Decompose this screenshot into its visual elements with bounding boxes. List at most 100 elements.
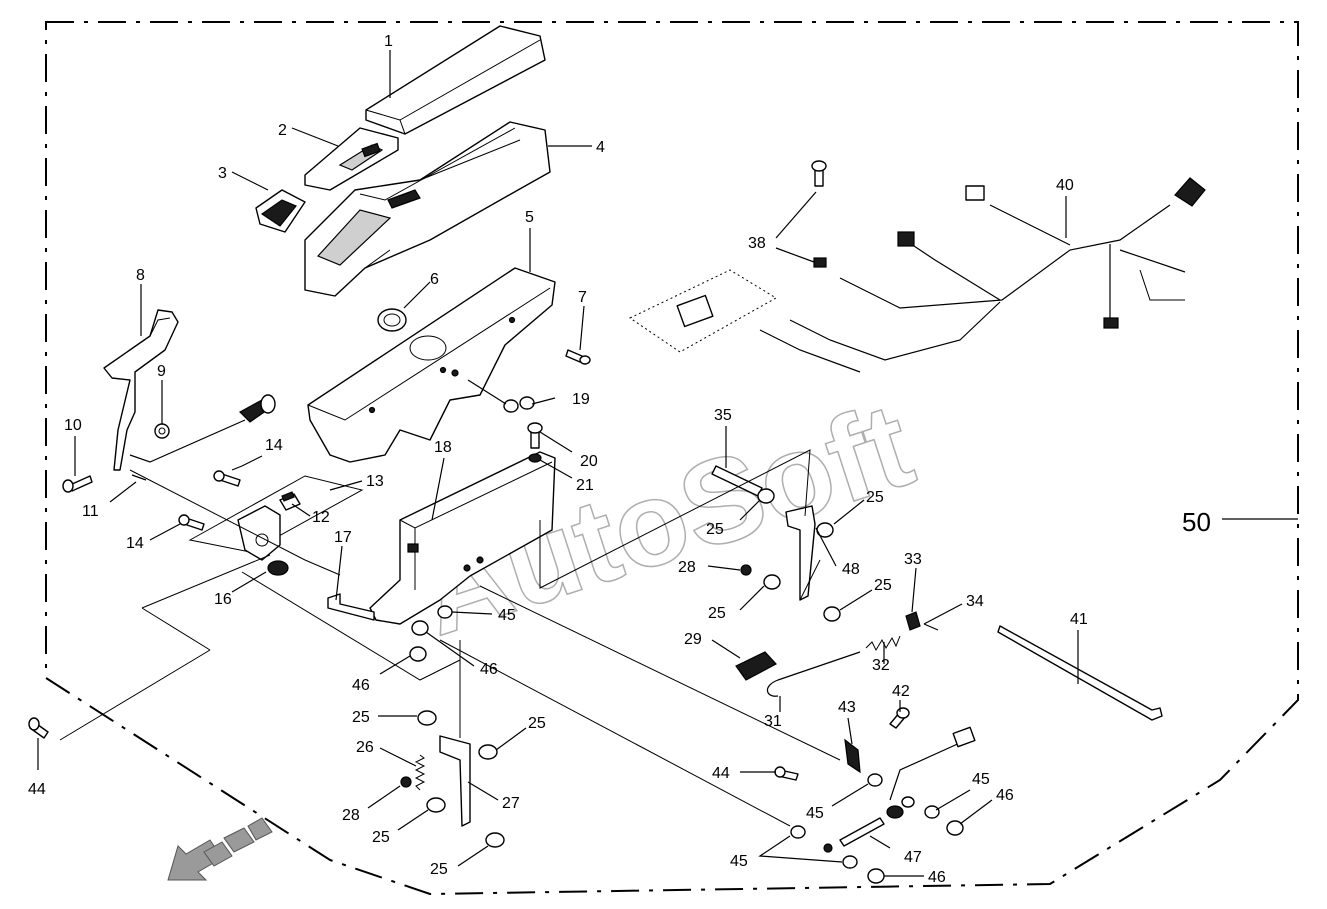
part-40-wire-harness xyxy=(759,204,1186,373)
callout-28a: 28 xyxy=(678,559,696,576)
callout-45d: 45 xyxy=(730,853,748,870)
callout-26: 26 xyxy=(356,739,374,756)
part-28-washer-a xyxy=(400,776,412,788)
leader-lines xyxy=(37,50,1079,877)
part-6-grommet xyxy=(377,308,407,332)
callout-25a: 25 xyxy=(706,521,724,538)
callout-44a: 44 xyxy=(712,765,730,782)
part-4-console-housing xyxy=(304,121,551,297)
part-8-shift-lever xyxy=(103,309,179,471)
part-26-spring xyxy=(414,754,426,791)
callout-12: 12 xyxy=(312,509,330,526)
callout-40: 40 xyxy=(1056,177,1074,194)
part-5-console-base xyxy=(307,267,556,463)
callout-19: 19 xyxy=(572,391,590,408)
part-27-lever-arm xyxy=(439,735,471,827)
callout-25h: 25 xyxy=(430,861,448,878)
callout-1: 1 xyxy=(384,33,393,50)
part-21-washer xyxy=(528,453,542,463)
callout-33: 33 xyxy=(904,551,922,568)
callout-34: 34 xyxy=(966,593,984,610)
callout-25c: 25 xyxy=(708,605,726,622)
callout-45c: 45 xyxy=(972,771,990,788)
part-45-washer-a xyxy=(437,605,453,619)
callout-47: 47 xyxy=(904,849,922,866)
part-41-cable-tie xyxy=(997,625,1163,721)
part-45-washer-e xyxy=(924,805,940,819)
callout-14b: 14 xyxy=(126,535,144,552)
callout-46b: 46 xyxy=(480,661,498,678)
callout-32: 32 xyxy=(872,657,890,674)
part-46-nut-c xyxy=(867,868,885,884)
callout-44b: 44 xyxy=(28,781,46,798)
part-31-rod xyxy=(766,651,861,697)
part-33-clevis xyxy=(905,611,921,631)
callout-46c: 46 xyxy=(996,787,1014,804)
callout-6: 6 xyxy=(430,271,439,288)
callout-3: 3 xyxy=(218,165,227,182)
callout-14a: 14 xyxy=(265,437,283,454)
callout-46d: 46 xyxy=(928,869,946,886)
callout-25d: 25 xyxy=(874,577,892,594)
lever-cable xyxy=(129,419,246,463)
section-boundary xyxy=(45,21,1299,896)
callout-21: 21 xyxy=(576,477,594,494)
callout-29: 29 xyxy=(684,631,702,648)
part-45-washer-d xyxy=(842,855,858,869)
part-1-armrest-cover xyxy=(365,25,546,135)
part-34-pin xyxy=(923,623,939,631)
part-45-washer-b xyxy=(867,773,883,787)
part-46-nut-b xyxy=(409,646,427,662)
callout-labels: 1 2 3 4 5 6 7 8 9 10 11 12 13 14 14 16 1… xyxy=(28,33,1088,886)
callout-13: 13 xyxy=(366,473,384,490)
callout-43: 43 xyxy=(838,699,856,716)
callout-38: 38 xyxy=(748,235,766,252)
callout-48: 48 xyxy=(842,561,860,578)
callout-9: 9 xyxy=(157,363,166,380)
part-16-detent-bracket xyxy=(237,505,281,561)
part-9-nut xyxy=(154,423,170,439)
part-29-pedal-pad xyxy=(735,651,777,681)
callout-27: 27 xyxy=(502,795,520,812)
part-47-link-rod xyxy=(839,817,885,847)
part-17-support xyxy=(327,593,375,621)
callout-17: 17 xyxy=(334,529,352,546)
callout-25e: 25 xyxy=(352,709,370,726)
callout-5: 5 xyxy=(525,209,534,226)
part-43-bracket xyxy=(844,738,861,774)
connector-cable xyxy=(889,741,963,801)
callout-31: 31 xyxy=(764,713,782,730)
callout-11: 11 xyxy=(82,503,99,520)
part-19-plug xyxy=(503,399,519,413)
callout-25b: 25 xyxy=(866,489,884,506)
part-11-pin xyxy=(131,474,147,481)
connector-inset xyxy=(629,269,777,353)
callout-25f: 25 xyxy=(528,715,546,732)
part-46-nut-a xyxy=(411,620,429,636)
callout-45b: 45 xyxy=(806,805,824,822)
part-46-nut-d xyxy=(946,820,964,836)
part-48-pedal-arm xyxy=(785,505,816,601)
callout-7: 7 xyxy=(578,289,587,306)
part-18-mount-bracket xyxy=(369,451,556,625)
callout-2: 2 xyxy=(278,122,287,139)
part-13-bracket-plate xyxy=(188,475,364,553)
callout-18: 18 xyxy=(434,439,452,456)
callout-42: 42 xyxy=(892,683,910,700)
callout-25g: 25 xyxy=(372,829,390,846)
callout-35: 35 xyxy=(714,407,732,424)
part-28-washer-b xyxy=(740,564,752,576)
section-number: 50 xyxy=(1182,507,1211,537)
callout-46a: 46 xyxy=(352,677,370,694)
callout-20: 20 xyxy=(580,453,598,470)
callout-4: 4 xyxy=(596,139,605,156)
part-32-spring xyxy=(865,635,901,652)
callout-28b: 28 xyxy=(342,807,360,824)
part-45-washer-c xyxy=(790,825,806,839)
callout-41: 41 xyxy=(1070,611,1088,628)
callout-16: 16 xyxy=(214,591,232,608)
callout-10: 10 xyxy=(64,417,82,434)
callout-8: 8 xyxy=(136,267,145,284)
callout-45a: 45 xyxy=(498,607,516,624)
